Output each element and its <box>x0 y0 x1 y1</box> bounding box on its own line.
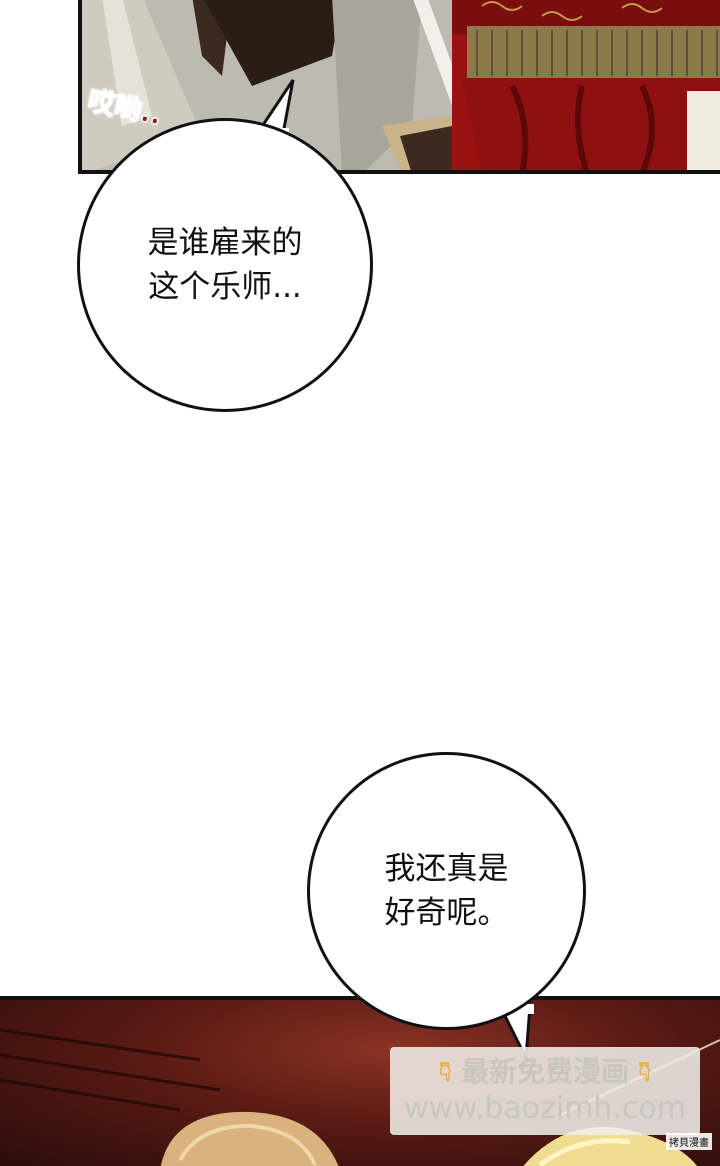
watermark-title: 最新免费漫画 <box>460 1055 629 1088</box>
credit-label: 拷貝漫畫 <box>666 1133 712 1150</box>
pointing-down-icon: 👇︎ <box>638 1055 651 1088</box>
pointing-down-icon: 👇︎ <box>439 1055 452 1088</box>
speech-bubble-2: 我还真是 好奇呢。 <box>307 752 586 1030</box>
speech-bubble-1-text: 是谁雇来的 这个乐师... <box>147 225 303 305</box>
speech-bubble-1: 是谁雇来的 这个乐师... <box>77 118 373 412</box>
watermark-banner[interactable]: 👇︎ 最新免费漫画 👇︎ www.baozimh.com <box>390 1047 700 1135</box>
watermark-url[interactable]: www.baozimh.com <box>403 1091 687 1126</box>
speech-bubble-2-text: 我还真是 好奇呢。 <box>384 851 509 931</box>
bottom-comic-panel <box>0 996 720 1166</box>
watermark-line-1: 👇︎ 最新免费漫画 👇︎ <box>439 1054 651 1090</box>
